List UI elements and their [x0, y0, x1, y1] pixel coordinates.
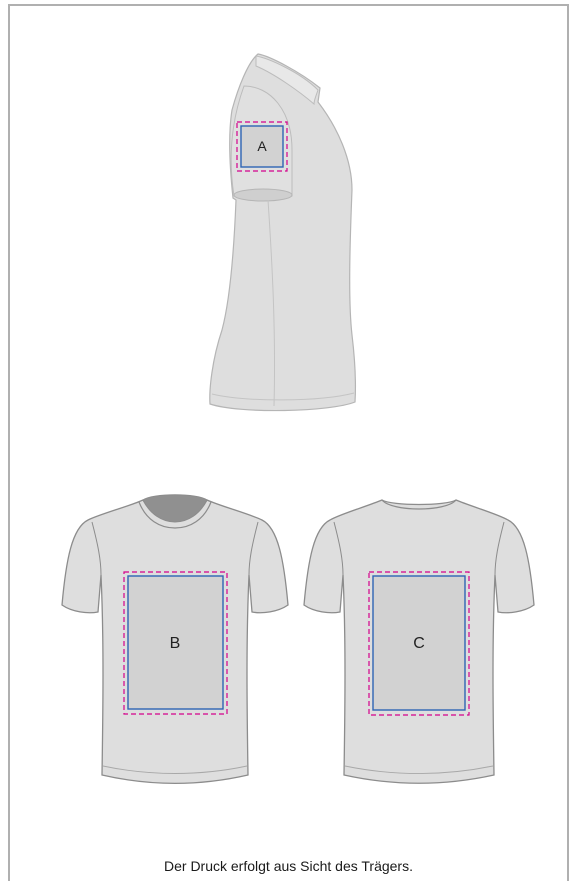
print-area-a-label: A	[257, 138, 267, 154]
print-area-b-label: B	[170, 635, 181, 652]
side-shirt-sleeve-hem	[234, 189, 292, 201]
print-area-c-label: C	[413, 635, 425, 652]
side-view-shirt: A	[210, 54, 356, 411]
print-perspective-caption: Der Druck erfolgt aus Sicht des Trägers.	[0, 858, 577, 874]
back-view-shirt: C	[304, 500, 534, 783]
side-shirt-body	[210, 54, 356, 411]
front-view-shirt: B	[62, 495, 288, 784]
